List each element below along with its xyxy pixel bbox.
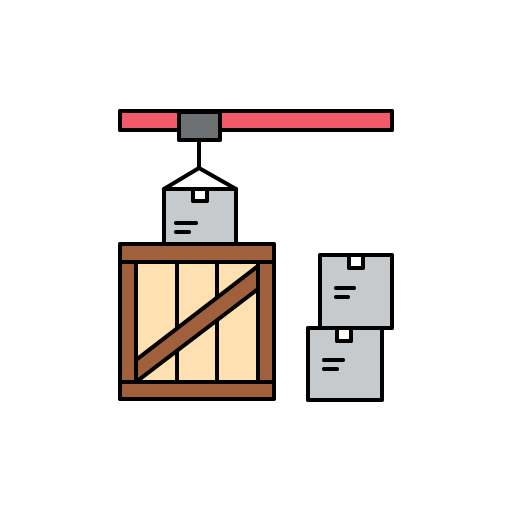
lifting-sling [162,166,238,191]
box-stack [306,253,394,402]
crane-rail [118,109,394,132]
wooden-crate [118,242,276,401]
crane-trolley [177,110,222,142]
stacked-box-bottom [306,326,384,402]
stacked-box-top [318,253,394,330]
hanging-box [162,187,238,246]
